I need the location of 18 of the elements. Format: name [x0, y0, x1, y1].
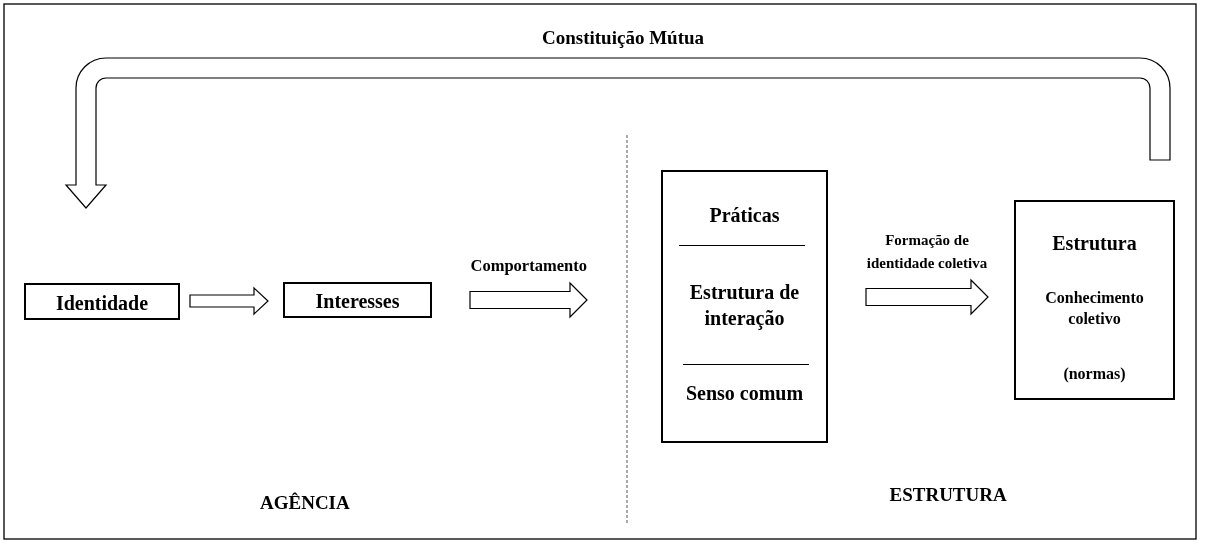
block-arrow — [65, 57, 1171, 209]
concept-box — [661, 170, 828, 443]
section-label: AGÊNCIA — [260, 492, 350, 514]
box-heading: Práticas — [708, 203, 781, 228]
box-text: Conhecimento coletivo — [1044, 288, 1145, 329]
box-heading: Interesses — [314, 289, 401, 314]
section-label: ESTRUTURA — [889, 484, 1007, 506]
block-arrow — [865, 278, 989, 316]
box-text: (normas) — [1062, 364, 1127, 384]
box-heading: Identidade — [54, 291, 150, 316]
box-heading: Estrutura — [1051, 231, 1138, 256]
box-text: Estrutura de interação — [688, 280, 801, 331]
concept-box — [283, 282, 432, 318]
block-arrow — [189, 286, 269, 316]
concept-box — [1014, 200, 1175, 400]
concept-box — [24, 283, 180, 320]
box-text: Senso comum — [684, 381, 805, 406]
block-arrow — [469, 281, 588, 319]
